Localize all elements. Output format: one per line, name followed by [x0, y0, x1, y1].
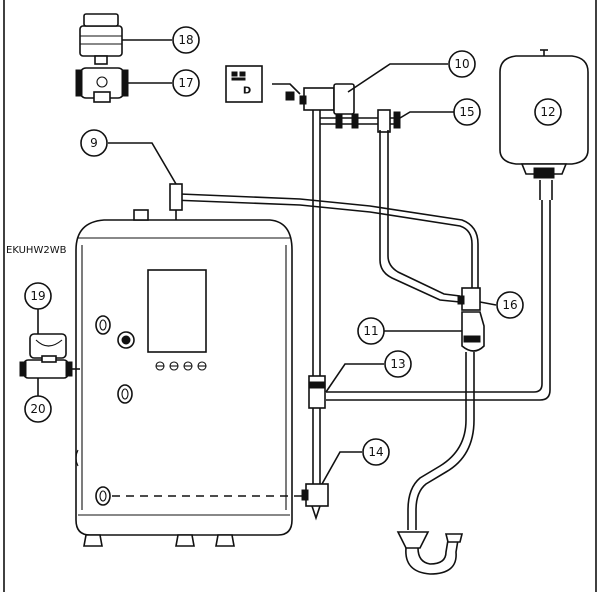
hot-water-tank	[75, 209, 293, 547]
svg-text:19: 19	[30, 289, 45, 303]
callout-20: 20	[24, 395, 52, 423]
leader-lines	[37, 39, 497, 485]
model-label: EKUHW2WB	[6, 245, 67, 256]
callout-19: 19	[24, 282, 52, 310]
svg-text:14: 14	[368, 445, 383, 459]
callout-17: 17	[172, 69, 200, 97]
valve-20	[19, 359, 80, 379]
fitting-9	[169, 183, 183, 211]
middle-port	[117, 384, 133, 404]
socket-letter: D	[243, 86, 251, 97]
upper-port	[95, 315, 111, 335]
control-panel-display	[147, 269, 207, 353]
callout-11: 11	[357, 317, 385, 345]
valve-17	[75, 67, 129, 103]
valve-10	[272, 83, 355, 115]
callout-15: 15	[453, 98, 481, 126]
actuator-18	[79, 13, 123, 65]
svg-text:12: 12	[540, 105, 555, 119]
svg-text:17: 17	[178, 76, 193, 90]
callout-16: 16	[496, 291, 524, 319]
svg-text:18: 18	[178, 33, 193, 47]
svg-text:13: 13	[390, 357, 405, 371]
svg-text:16: 16	[502, 298, 517, 312]
callout-14: 14	[362, 438, 390, 466]
callout-12: 12	[534, 98, 562, 126]
svg-text:11: 11	[363, 324, 378, 338]
callout-13: 13	[384, 350, 412, 378]
svg-text:15: 15	[459, 105, 474, 119]
tee-13	[308, 375, 326, 409]
electrical-socket: D	[225, 65, 263, 103]
callout-9: 9	[80, 129, 108, 157]
svg-text:9: 9	[90, 136, 98, 150]
siphon-funnel	[396, 531, 464, 575]
svg-text:20: 20	[30, 402, 45, 416]
svg-text:10: 10	[454, 57, 469, 71]
relief-valve-11	[461, 311, 485, 352]
tee-15	[377, 109, 391, 133]
callout-18: 18	[172, 26, 200, 54]
callout-10: 10	[448, 50, 476, 78]
drain-valve-14	[301, 483, 329, 521]
valve-16	[457, 287, 481, 311]
drain-port	[95, 486, 111, 506]
actuator-19	[29, 333, 67, 363]
